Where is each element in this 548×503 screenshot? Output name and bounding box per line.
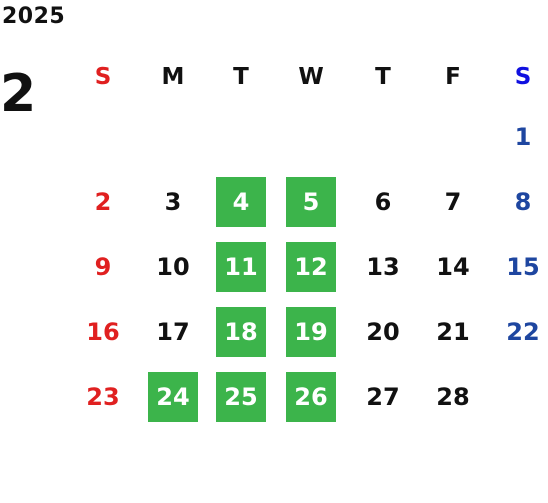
- day-cell[interactable]: 5: [286, 177, 336, 227]
- day-cell[interactable]: 8: [514, 188, 532, 216]
- month-label: 2: [0, 64, 37, 124]
- day-cell[interactable]: 1: [514, 123, 532, 151]
- day-cell[interactable]: 11: [216, 242, 266, 292]
- day-cell[interactable]: 16: [86, 318, 120, 346]
- day-cell[interactable]: 21: [436, 318, 470, 346]
- weekday-saturday: S: [514, 63, 532, 90]
- day-cell[interactable]: 25: [216, 372, 266, 422]
- day-cell[interactable]: 2: [94, 188, 112, 216]
- weekday-header-row: S M T W T F S: [68, 52, 548, 112]
- week-row: 1: [68, 112, 548, 177]
- week-row: 23 24 25 26 27 28: [68, 372, 548, 437]
- day-cell[interactable]: 12: [286, 242, 336, 292]
- day-cell[interactable]: 28: [436, 383, 470, 411]
- day-cell[interactable]: 22: [506, 318, 540, 346]
- day-cell[interactable]: 13: [366, 253, 400, 281]
- day-cell[interactable]: 14: [436, 253, 470, 281]
- day-cell[interactable]: 23: [86, 383, 120, 411]
- day-cell[interactable]: 20: [366, 318, 400, 346]
- weekday-monday: M: [161, 63, 185, 90]
- day-cell[interactable]: 26: [286, 372, 336, 422]
- day-cell[interactable]: 7: [444, 188, 462, 216]
- day-cell[interactable]: 17: [156, 318, 190, 346]
- week-row: 16 17 18 19 20 21 22: [68, 307, 548, 372]
- day-cell[interactable]: 6: [374, 188, 392, 216]
- day-cell[interactable]: 19: [286, 307, 336, 357]
- day-cell[interactable]: 9: [94, 253, 112, 281]
- year-label: 2025: [2, 4, 66, 29]
- weekday-thursday: T: [375, 63, 391, 90]
- week-row: 9 10 11 12 13 14 15: [68, 242, 548, 307]
- day-cell[interactable]: 10: [156, 253, 190, 281]
- weekday-sunday: S: [94, 63, 112, 90]
- day-cell[interactable]: 27: [366, 383, 400, 411]
- day-cell[interactable]: 24: [148, 372, 198, 422]
- day-cell[interactable]: 15: [506, 253, 540, 281]
- day-cell[interactable]: 4: [216, 177, 266, 227]
- weekday-wednesday: W: [298, 63, 324, 90]
- weekday-tuesday: T: [233, 63, 249, 90]
- weekday-friday: F: [445, 63, 461, 90]
- day-cell[interactable]: 18: [216, 307, 266, 357]
- day-cell[interactable]: 3: [164, 188, 182, 216]
